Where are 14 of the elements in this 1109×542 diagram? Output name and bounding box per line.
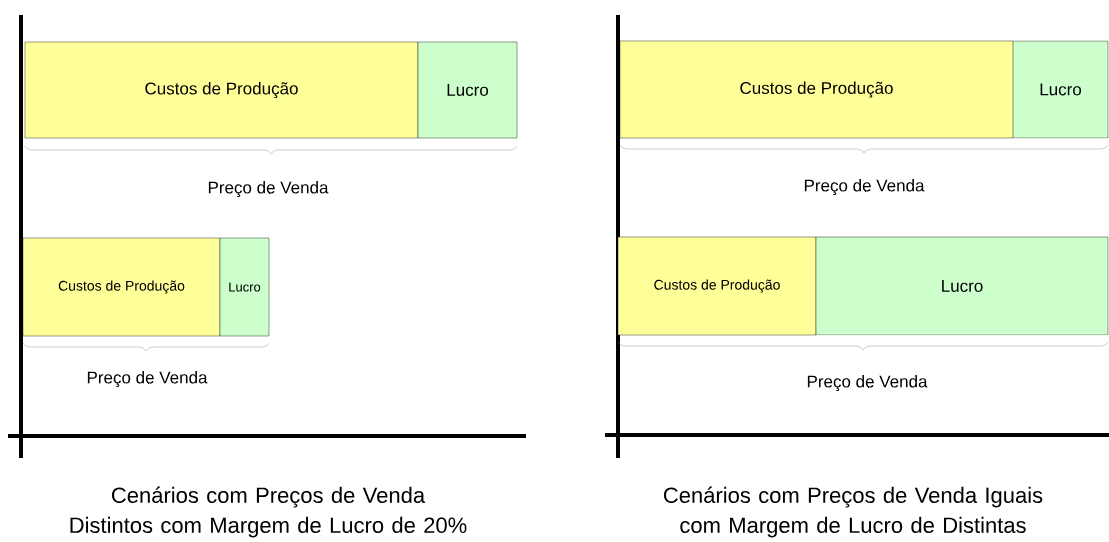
bar-segment: Custos de Produção — [617, 236, 817, 336]
price-label: Preço de Venda — [87, 371, 208, 387]
bar-segment: Lucro — [417, 41, 518, 139]
price-label: Preço de Venda — [807, 375, 928, 391]
price-label: Preço de Venda — [208, 181, 329, 197]
bar-segment: Custos de Produção — [619, 40, 1014, 139]
bar-segment: Lucro — [1012, 40, 1109, 139]
bar-segment: Custos de Produção — [22, 237, 221, 337]
caption: Cenários com Preços de Venda Distintos com Margem de Lucro de 20% — [70, 486, 467, 538]
bar-segment: Lucro — [219, 237, 270, 337]
caption: Cenários com Preços de Venda Iguais com Margem de Lucro de Distintas — [663, 486, 1043, 538]
price-label: Preço de Venda — [804, 179, 925, 195]
bar-segment: Lucro — [815, 236, 1109, 336]
bar-segment: Custos de Produção — [24, 41, 419, 139]
